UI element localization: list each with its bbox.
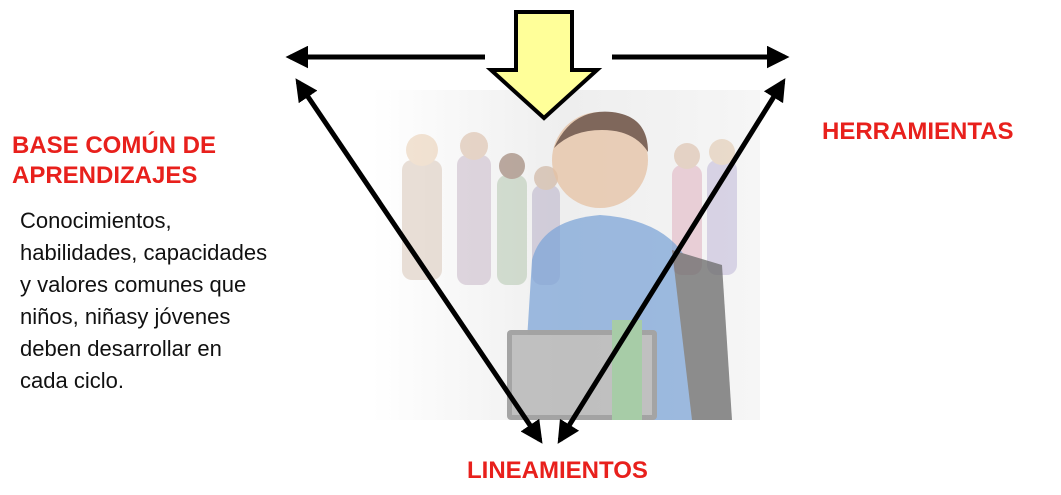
base-comun-title-line2: APRENDIZAJES bbox=[12, 162, 198, 189]
base-comun-title: BASE COMÚN DE APRENDIZAJES bbox=[12, 131, 312, 191]
lineamientos-title: LINEAMIENTOS bbox=[467, 457, 648, 484]
left-diagonal-arrow bbox=[295, 78, 543, 444]
right-diagonal-arrow bbox=[557, 78, 786, 444]
description-line: cada ciclo. bbox=[20, 368, 124, 393]
herramientas-title: HERRAMIENTAS bbox=[822, 118, 1014, 145]
base-comun-description: Conocimientos, habilidades, capacidades … bbox=[20, 205, 355, 397]
description-line: habilidades, capacidades bbox=[20, 240, 268, 265]
down-arrow-icon bbox=[485, 10, 603, 121]
description-line: Conocimientos, bbox=[20, 208, 172, 233]
description-line: y valores comunes que bbox=[20, 272, 247, 297]
base-comun-title-line1: BASE COMÚN DE bbox=[12, 132, 217, 159]
description-line: niños, niñasy jóvenes bbox=[20, 304, 231, 329]
description-line: deben desarrollar en bbox=[20, 336, 222, 361]
